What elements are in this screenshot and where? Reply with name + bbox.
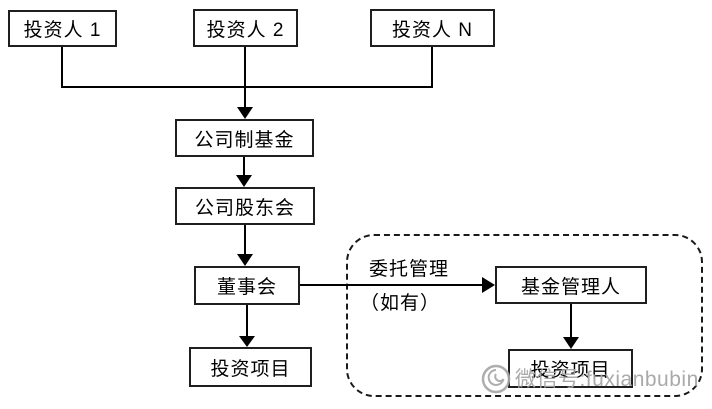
delegation-edge-label-line1: 委托管理: [369, 259, 450, 280]
delegated-management-group-outline: [346, 234, 703, 397]
arrowheads: [236, 107, 579, 349]
node-fund-manager-label: 基金管理人: [520, 276, 621, 298]
watermark: 微信号:fuxianbubin: [478, 360, 699, 396]
node-investor-2: 投资人 2: [193, 9, 298, 47]
node-investor-1: 投资人 1: [8, 10, 117, 47]
node-investor-2-label: 投资人 2: [206, 19, 285, 41]
node-shareholders-meeting-label: 公司股东会: [194, 197, 295, 219]
node-investment-project-managed: 投资项目: [508, 349, 633, 388]
node-corporate-fund-label: 公司制基金: [194, 129, 295, 151]
node-investment-project-label: 投资项目: [210, 358, 291, 380]
node-investment-project-managed-label: 投资项目: [530, 360, 611, 381]
node-fund-manager: 基金管理人: [495, 266, 647, 304]
delegation-edge-label-line2: （如有）: [360, 293, 441, 314]
node-board-of-directors: 董事会: [194, 266, 300, 305]
watermark-text: 微信号:fuxianbubin: [515, 368, 699, 391]
node-investor-1-label: 投资人 1: [23, 20, 102, 41]
node-board-of-directors-label: 董事会: [216, 277, 277, 298]
watermark-logo-icon: [481, 364, 511, 394]
node-investor-n: 投资人 N: [370, 9, 495, 47]
node-investor-n-label: 投资人 N: [391, 19, 473, 41]
node-corporate-fund: 公司制基金: [175, 119, 314, 157]
node-shareholders-meeting: 公司股东会: [175, 187, 315, 225]
node-investment-project: 投资项目: [189, 347, 312, 387]
